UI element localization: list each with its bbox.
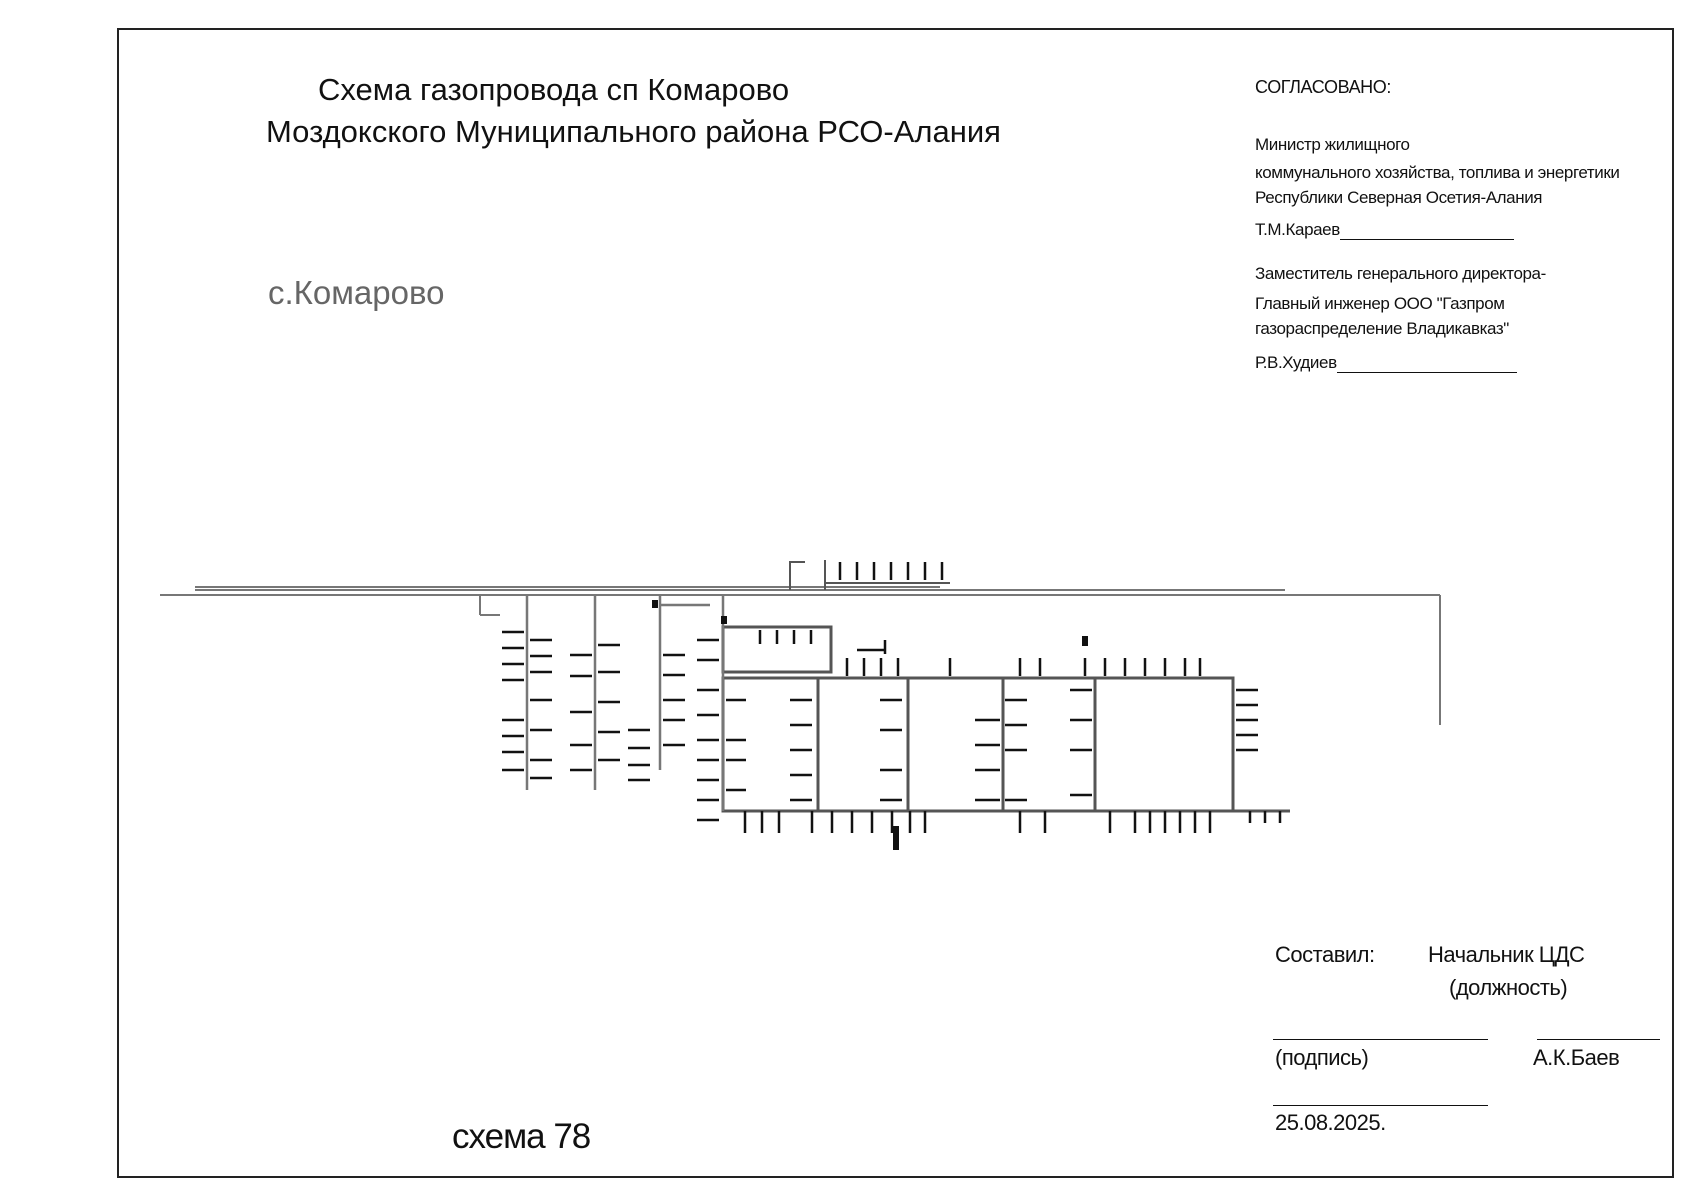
compiled-position: Начальник ЦДС: [1428, 942, 1585, 967]
valve-marker-3: [1082, 636, 1088, 646]
minister-line-3: Республики Северная Осетия-Алания: [1255, 188, 1543, 207]
schema-number: схема 78: [452, 1117, 591, 1156]
deputy-signature: Р.В.Худиев: [1255, 353, 1517, 373]
compiled-date: 25.08.2025.: [1275, 1110, 1386, 1135]
deputy-signature-line: [1336, 358, 1517, 373]
deputy-line-1: Заместитель генерального директора-: [1255, 264, 1546, 283]
minister-name: Т.М.Караев: [1255, 220, 1340, 239]
valve-marker-4: [893, 826, 899, 850]
minister-line-2: коммунального хозяйства, топлива и энерг…: [1255, 163, 1620, 182]
signature-caption: (подпись): [1275, 1045, 1369, 1070]
deputy-line-2: Главный инженер ООО "Газпром: [1255, 294, 1505, 313]
valve-marker-2: [652, 600, 658, 608]
north-branch: [789, 560, 950, 590]
village-label: с.Комарово: [268, 274, 445, 311]
name-line: [1537, 1039, 1660, 1040]
drawing-frame: [117, 28, 1674, 1178]
deputy-name: Р.В.Худиев: [1255, 353, 1337, 372]
main-pipelines: [160, 586, 1441, 725]
signature-line: [1273, 1039, 1488, 1040]
north-branch-stub: [789, 561, 805, 590]
compiled-name: А.К.Баев: [1533, 1045, 1620, 1070]
minister-line-1: Министр жилищного: [1255, 135, 1410, 154]
approval-header: СОГЛАСОВАНО:: [1255, 77, 1391, 97]
minister-signature-line: [1339, 225, 1514, 240]
minister-signature: Т.М.Караев: [1255, 220, 1514, 240]
western-streets: [525, 595, 725, 811]
valve-markers: [652, 600, 1088, 850]
title-line-2: Моздокского Муниципального района РСО-Ал…: [266, 114, 1001, 149]
deputy-line-3: газораспределение Владикавказ": [1255, 319, 1509, 338]
valve-marker-1: [721, 616, 727, 624]
service-connections: [502, 562, 1282, 833]
date-line: [1273, 1105, 1488, 1106]
title-line-1: Схема газопровода сп Комарово: [318, 72, 790, 107]
street-loops: [721, 625, 1290, 813]
compiled-label: Составил:: [1275, 942, 1375, 967]
position-caption: (должность): [1449, 975, 1568, 1000]
